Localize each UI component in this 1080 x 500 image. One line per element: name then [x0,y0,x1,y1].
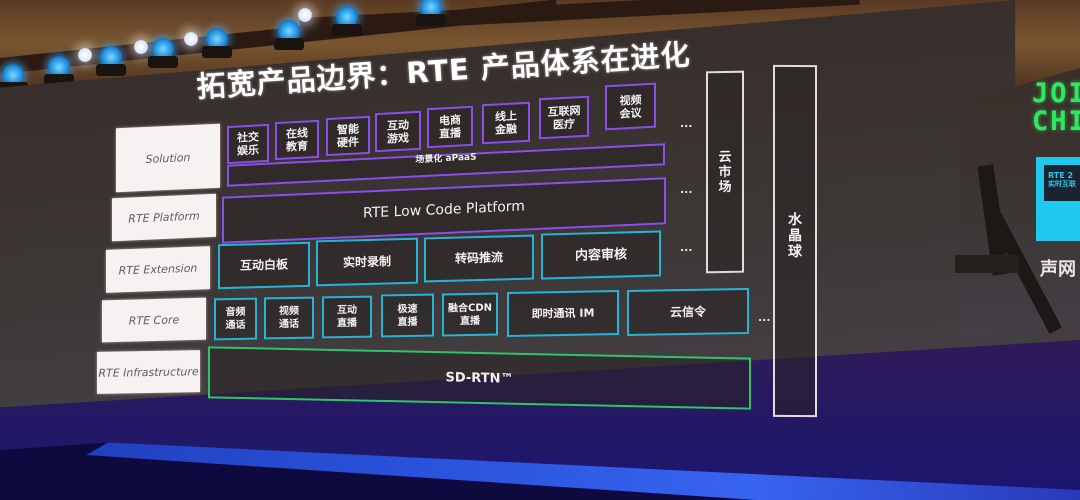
solution-item: 线上金融 [482,101,530,145]
layer-label-solution: Solution [116,123,220,193]
solution-item: 社交娱乐 [227,123,269,165]
stage-light-icon [134,40,148,54]
core-item-line1: 融合CDN [447,302,492,314]
crystal-ball-label: 水 晶 球 [788,211,802,261]
layer-label-rte-core: RTE Core [102,297,206,343]
extension-item-label: 转码推流 [454,250,503,266]
core-item: 视频通话 [264,296,314,340]
core-item: 互动直播 [322,295,372,339]
core-item-line2: 直播 [397,316,418,328]
cloud-market-column: 云 市 场 [706,70,744,274]
core-item: 即时通讯 IM [507,290,619,337]
solution-item-line1: 视频 [619,92,642,108]
side-logo-text-line1: RTE 2 [1048,171,1074,180]
core-item: 云信令 [627,287,749,337]
extension-item: 互动白板 [218,241,310,290]
core-item-line1: 音频 [225,306,246,319]
crystal-ball-column: 水 晶 球 [773,64,817,418]
extension-item: 实时录制 [316,237,418,287]
stage-light-icon [0,64,28,94]
solution-item-line2: 直播 [439,126,461,141]
stage-light-icon [416,0,446,26]
solution-item: 视频会议 [605,82,656,131]
infrastructure-label: SD-RTN™ [445,369,514,387]
stage-light-icon [298,8,312,22]
solution-item-line1: 智能 [337,122,359,137]
solution-item: 在线教育 [275,119,319,161]
solution-item: 电商直播 [427,105,473,149]
layer-label-rte-platform: RTE Platform [112,193,216,242]
core-item-line2: 直播 [337,317,357,330]
extension-item-label: 互动白板 [239,257,288,273]
stage-light-icon [148,38,178,68]
core-item-line2: 通话 [279,318,299,331]
core-item-line1: 互动 [337,304,357,317]
solution-more-ellipsis: ... [680,117,693,130]
extension-more-ellipsis: ... [680,241,693,254]
side-screen-logo-panel: RTE 2 实时互联 [1044,165,1080,201]
cloud-market-label: 云 市 场 [718,149,732,195]
extension-item: 转码推流 [424,234,534,283]
stage-light-icon [202,28,232,58]
stage-light-icon [78,48,92,62]
solution-item-line1: 社交 [237,130,259,145]
core-item-line2: 直播 [459,315,480,327]
side-logo-text-line2: 实时互联 [1048,180,1076,188]
side-screen-logo: RTE 2 实时互联 [1036,157,1080,241]
stage-light-icon [44,56,74,86]
extension-item: 内容审核 [541,230,661,280]
stage-light-icon [274,20,304,50]
core-item-label: 云信令 [669,304,706,319]
solution-item-line1: 互联网 [547,103,581,119]
solution-item: 互动游戏 [375,110,421,153]
layer-label-rte-infrastructure: RTE Infrastructure [97,350,200,394]
core-item-line1: 视频 [279,305,299,318]
solution-item-line1: 线上 [495,109,517,124]
camera-icon [955,255,1019,273]
apaas-label: 场景化 aPaaS [415,152,477,166]
extension-item-label: 内容审核 [574,246,627,264]
core-item-line1: 极速 [397,303,418,315]
platform-more-ellipsis: ... [680,183,693,196]
solution-item-line2: 硬件 [337,135,359,150]
layer-label-rte-extension: RTE Extension [106,246,210,293]
solution-item-line1: 电商 [439,113,461,128]
stage-light-icon [96,46,126,76]
solution-item-line2: 医疗 [553,116,575,132]
core-item-line2: 通话 [225,319,246,332]
solution-item-line2: 娱乐 [237,143,259,158]
solution-item-line2: 会议 [619,105,642,121]
solution-item-line2: 教育 [286,139,308,154]
platform-label: RTE Low Code Platform [363,198,525,222]
solution-item: 智能硬件 [326,115,370,157]
extension-item-label: 实时录制 [342,253,391,270]
side-screen-brand-text: JOI CHI [1032,78,1080,137]
solution-item: 互联网医疗 [539,95,589,140]
solution-item-line1: 在线 [286,126,308,141]
stage-light-icon [184,32,198,46]
solution-item-line2: 金融 [495,122,517,137]
core-item: 极速直播 [381,293,434,338]
core-more-ellipsis: ... [758,311,771,324]
solution-item-line2: 游戏 [387,130,409,146]
solution-item-line1: 互动 [387,117,409,133]
core-item-label: 即时通讯 IM [531,306,595,321]
side-screen-caption: 声网 [1040,259,1076,280]
stage-light-icon [332,6,362,36]
core-item: 音频通话 [214,297,257,341]
